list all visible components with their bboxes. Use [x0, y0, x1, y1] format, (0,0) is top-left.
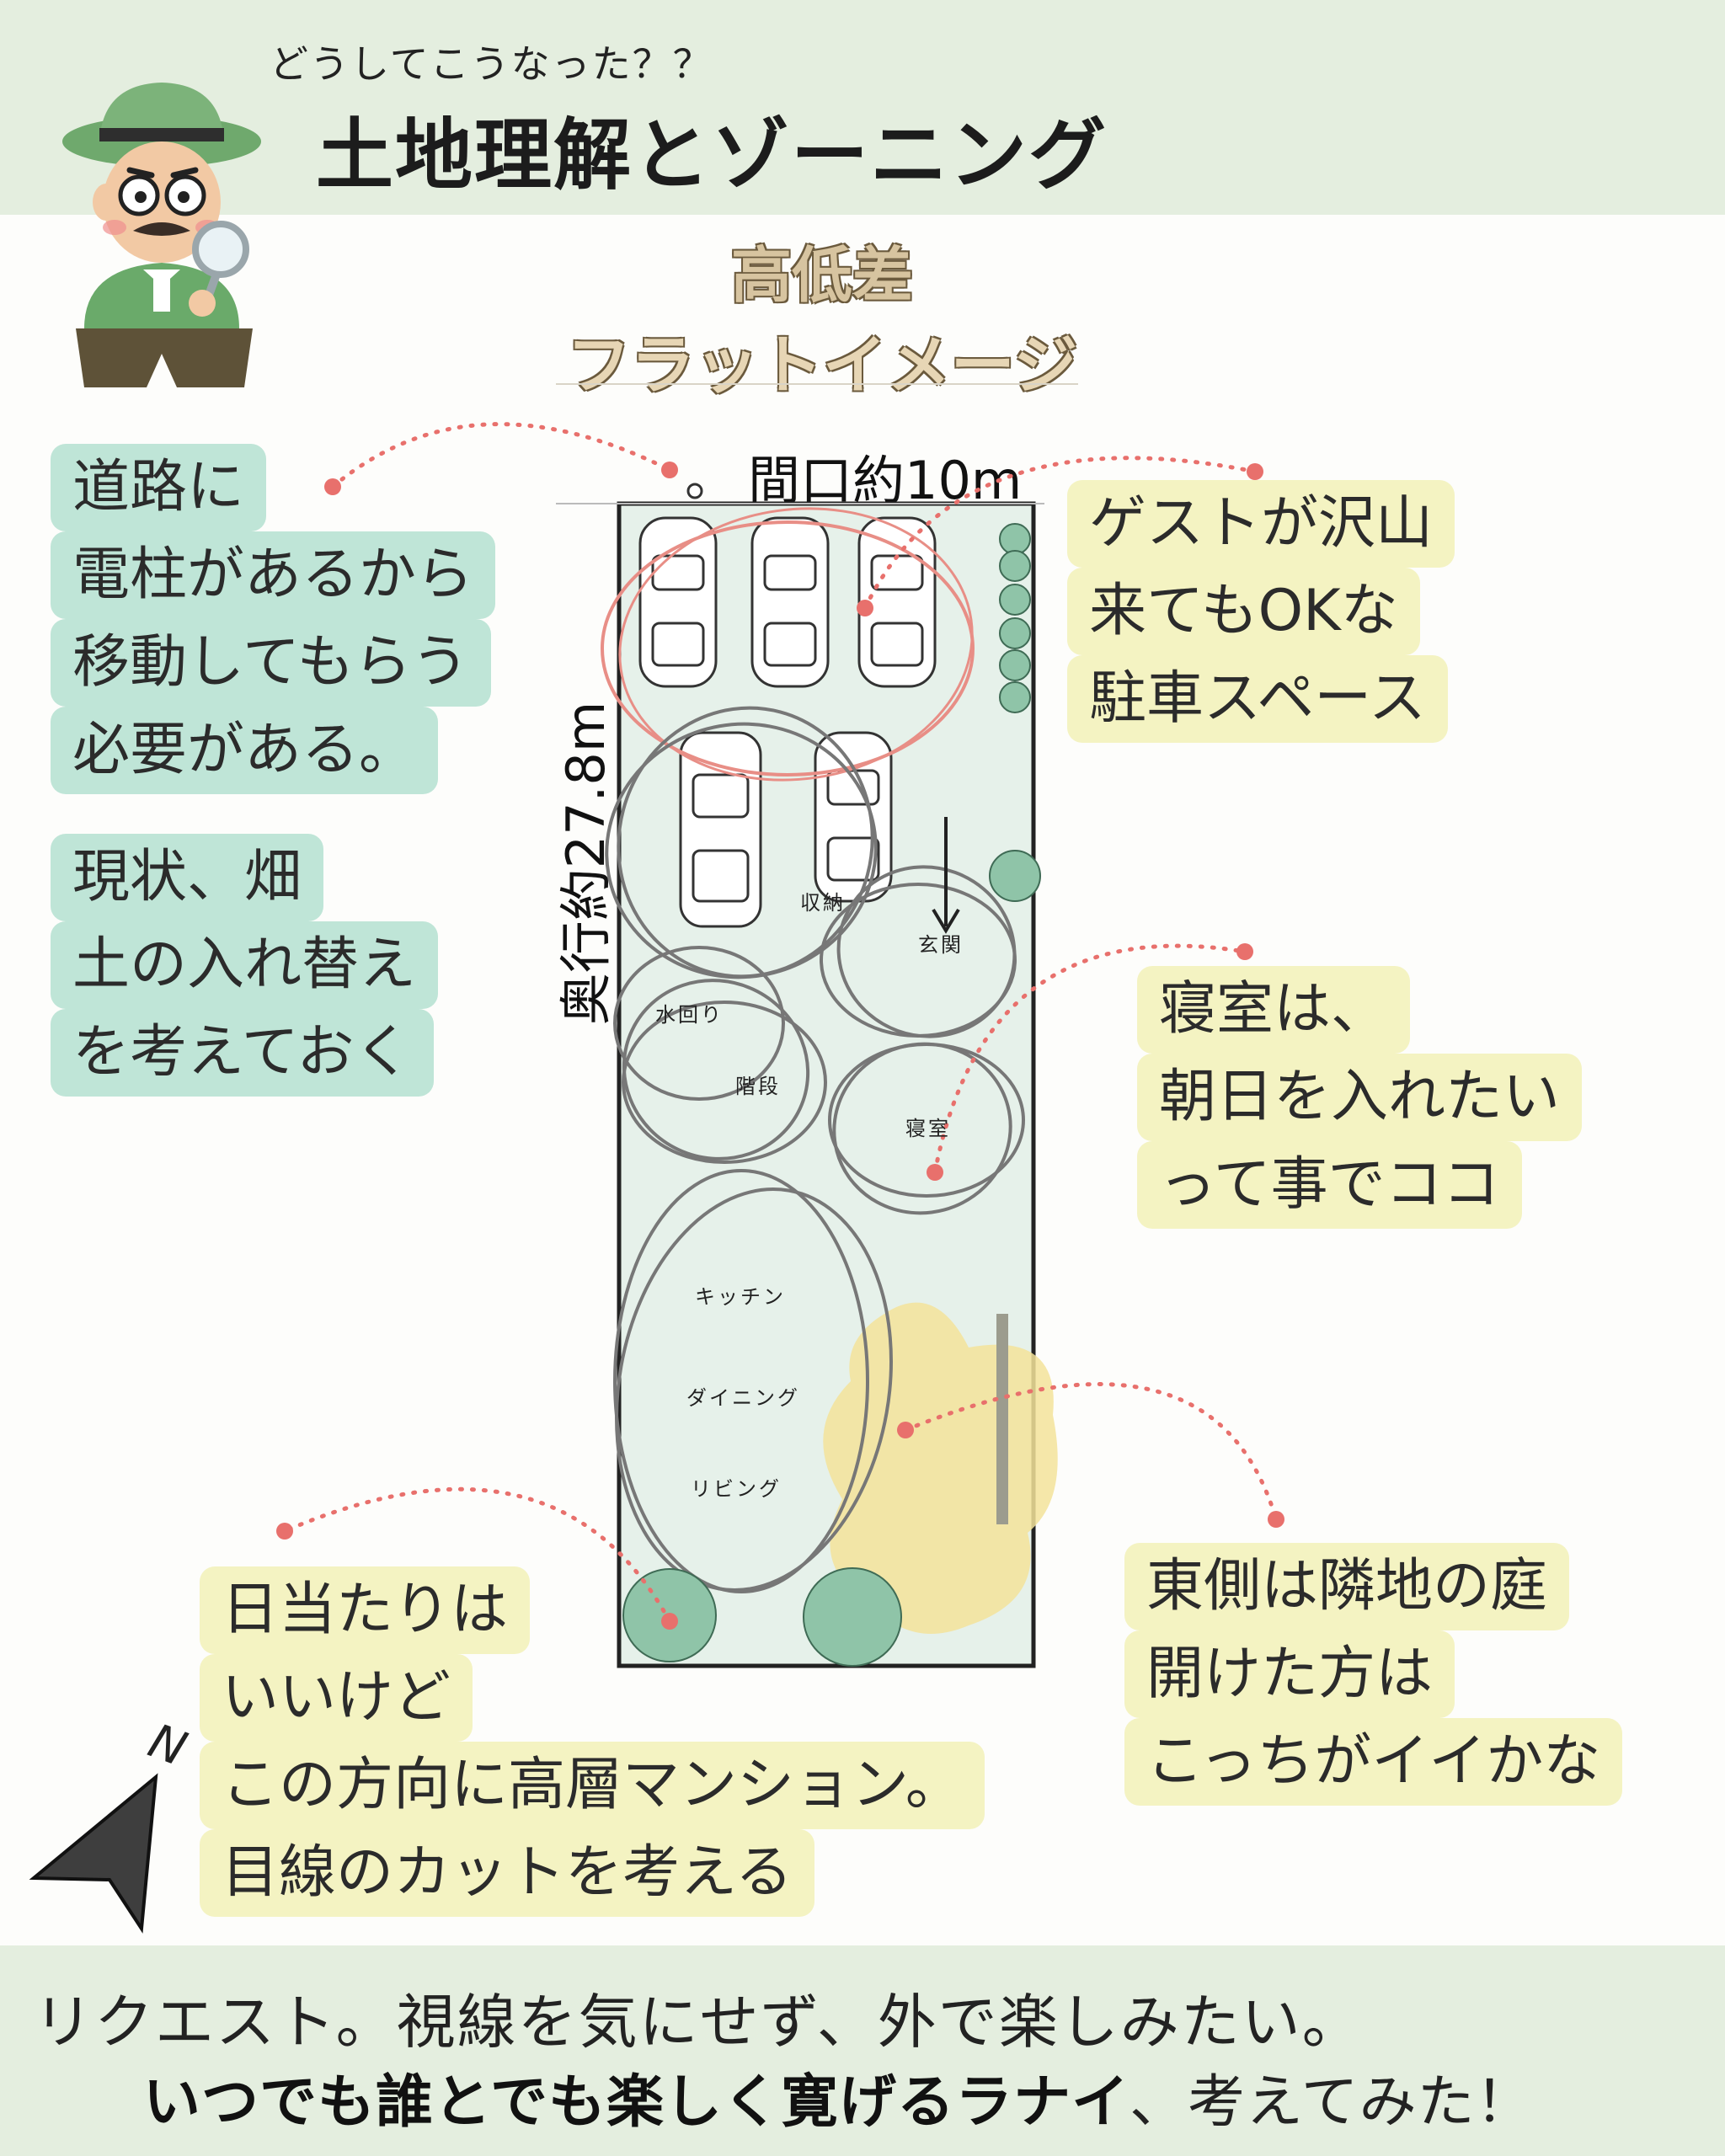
catchphrase-bold: いつでも誰とでも楽しく寛げるラナイ [143, 2069, 1130, 2136]
catchphrase: いつでも誰とでも楽しく寛げるラナイ、考えてみた！ [143, 2055, 1534, 2138]
page-title: 土地理解とゾーニング [316, 110, 1108, 200]
subheading-flat-image: フラットイメージ [566, 328, 1078, 403]
note-parking: ゲストが沢山 来てもOKな 駐車スペース [1067, 480, 1455, 743]
note-utility-pole: 道路に 電柱があるから 移動してもらう 必要がある。 [51, 444, 496, 794]
car-1 [638, 516, 718, 688]
utility-pole-marker [686, 483, 703, 499]
tree [999, 523, 1031, 555]
room-entrance: 玄関 [918, 933, 964, 957]
footer-band [0, 1945, 1725, 2156]
header-kicker: どうしてこうなった？？ [270, 41, 713, 87]
room-water: 水回り [655, 1003, 724, 1027]
fence [996, 1314, 1008, 1524]
leader-bedroom [932, 943, 1247, 1175]
header-band [0, 0, 1725, 215]
zone-water [613, 946, 785, 1101]
entrance-arrow [932, 817, 960, 934]
tree-east [989, 850, 1041, 902]
room-storage: 収納 [800, 891, 846, 915]
parking-zone [601, 520, 975, 776]
zone-ldk [613, 1169, 869, 1593]
leader-sun [282, 1486, 672, 1624]
car-4 [679, 731, 762, 928]
subheading-underline [556, 383, 1078, 385]
car-2 [750, 516, 830, 688]
room-stairs: 階段 [735, 1075, 781, 1098]
note-field-soil: 現状、畑 土の入れ替え を考えておく [51, 834, 439, 1097]
car-3 [857, 516, 937, 688]
subheading-level: 高低差 [730, 240, 913, 311]
catchphrase-rest: 、考えてみた！ [1129, 2069, 1534, 2136]
room-dining: ダイニング [686, 1386, 800, 1410]
note-sunlight: 日当たりは いいけど この方向に高層マンション。 目線のカットを考える [200, 1566, 985, 1917]
zone-stairs [622, 1001, 827, 1164]
leader-pole [330, 422, 672, 489]
note-east-garden: 東側は隣地の庭 開けた方は こっちがイイかな [1124, 1543, 1623, 1806]
room-bedroom: 寝室 [905, 1117, 951, 1140]
room-living: リビング [691, 1477, 782, 1501]
request-text: リクエスト。視線を気にせず、外で楽しみたい。 [34, 1988, 1363, 2057]
room-kitchen: キッチン [695, 1285, 786, 1309]
frontage-label: 間口約10m [748, 450, 1023, 511]
leader-parking [862, 456, 1258, 611]
note-bedroom: 寝室は、 朝日を入れたい って事でココ [1137, 966, 1583, 1229]
leader-east [903, 1382, 1279, 1522]
north-arrow-icon [29, 1773, 158, 1934]
detective-mascot-icon [62, 83, 261, 387]
tree-south [803, 1567, 902, 1667]
